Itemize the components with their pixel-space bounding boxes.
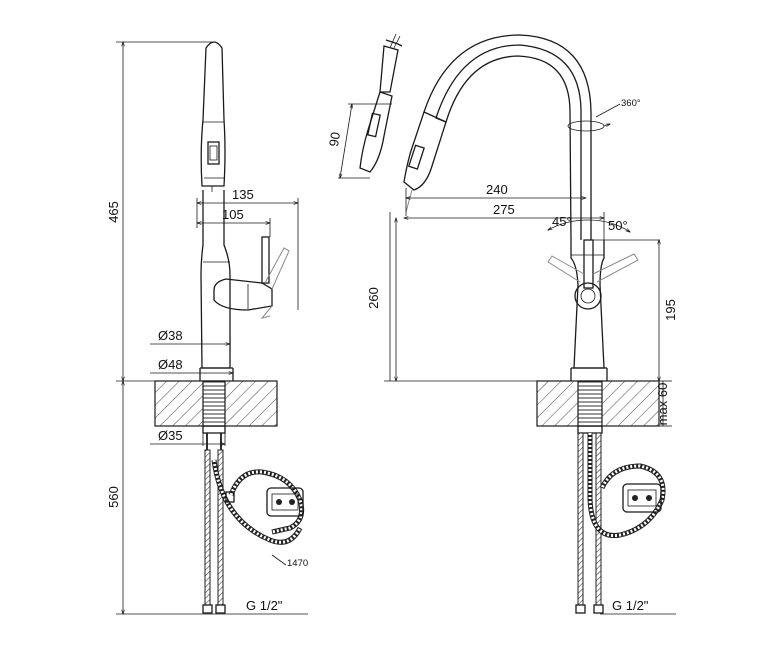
thread-label-left: G 1/2" — [246, 598, 283, 613]
hose-weight-left — [266, 487, 304, 517]
side-view: 465 560 135 105 Ø38 Ø48 Ø35 1470 G 1/2" — [106, 41, 308, 614]
dim-mount-35: Ø35 — [158, 428, 183, 443]
lever-side — [213, 278, 273, 311]
spray-head-side — [200, 41, 226, 187]
spray-head-front — [403, 111, 447, 191]
dim-reach-135: 135 — [232, 187, 254, 202]
rotation-indicator — [567, 120, 605, 132]
dim-height-195: 195 — [663, 299, 678, 321]
dim-reach-275: 275 — [493, 202, 515, 217]
dim-hose-length: 560 — [106, 486, 121, 508]
dim-angle-45: 45° — [552, 214, 572, 229]
dim-angle-50: 50° — [608, 218, 628, 233]
threaded-shank-right — [577, 380, 603, 427]
dim-reach-105: 105 — [222, 207, 244, 222]
thread-label-right: G 1/2" — [612, 598, 649, 613]
dim-rotation: 360° — [621, 98, 641, 109]
inlet-hose-right-a — [577, 432, 584, 606]
dim-diameter-48: Ø48 — [158, 357, 183, 372]
pullout-hose-left — [228, 469, 305, 535]
dim-height-260: 260 — [366, 287, 381, 309]
pulled-spray-head — [359, 91, 393, 173]
dim-reach-240: 240 — [486, 182, 508, 197]
inlet-hose-right-b — [595, 432, 602, 606]
spray-button-side — [207, 141, 220, 165]
front-view: 360° 90 45° 50° 240 — [326, 33, 678, 615]
hose-weight-right — [622, 483, 662, 513]
inlet-hose-left-a — [204, 449, 211, 606]
dim-total-height: 465 — [106, 201, 121, 223]
threaded-shank-left — [202, 380, 226, 427]
dim-hose-1470: 1470 — [287, 558, 308, 569]
dim-diameter-38: Ø38 — [158, 328, 183, 343]
dim-pull-90: 90 — [326, 131, 343, 148]
lever-cartridge — [574, 282, 602, 310]
dim-max-counter: max 60 — [655, 383, 670, 426]
